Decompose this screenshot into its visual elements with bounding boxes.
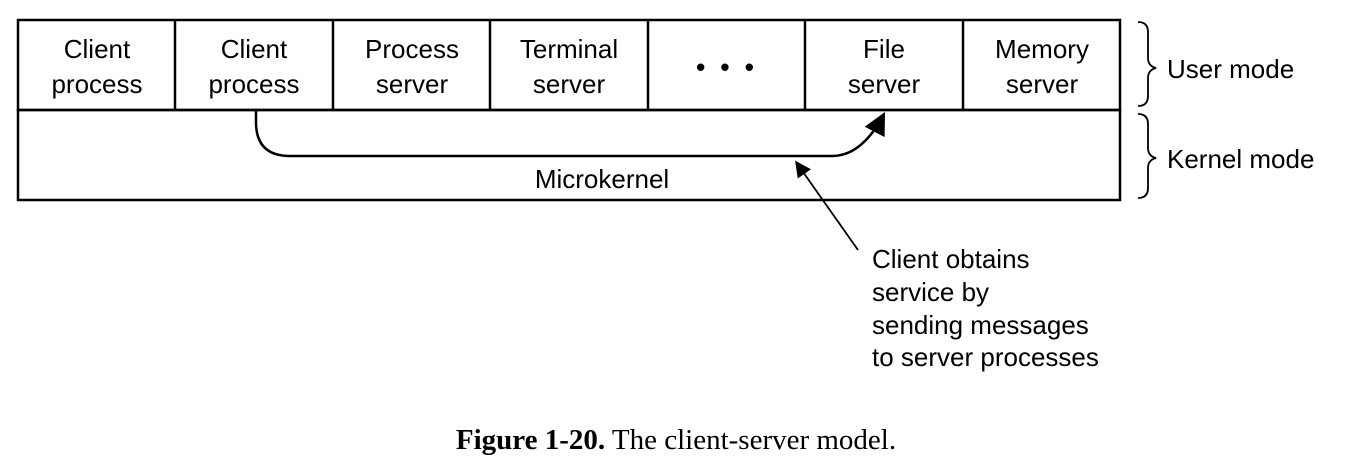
- terminal-server-line1: Terminal: [520, 34, 618, 64]
- annotation: Client obtains service by sending messag…: [872, 244, 1099, 372]
- kernel-mode-brace: [1137, 113, 1157, 199]
- process-server-line1: Process: [365, 34, 459, 64]
- annotation-line-4: to server processes: [872, 342, 1099, 372]
- kernel-mode-label: Kernel mode: [1167, 144, 1314, 174]
- annotation-line-2: service by: [872, 277, 989, 307]
- annotation-line-3: sending messages: [872, 310, 1089, 340]
- client-process-2-line1: Client: [221, 34, 288, 64]
- client-process-2-line2: process: [208, 69, 299, 99]
- memory-server-line1: Memory: [995, 34, 1089, 64]
- client-process-1-line2: process: [51, 69, 142, 99]
- client-process-1-line1: Client: [64, 34, 131, 64]
- microkernel-box: [16, 108, 1122, 202]
- process-server-line2: server: [376, 69, 449, 99]
- file-server-line2: server: [848, 69, 921, 99]
- figure-caption-text: The client-server model.: [611, 424, 897, 456]
- annotation-pointer-arrow: [795, 160, 859, 251]
- user-mode-row: Client process Client process Process se…: [16, 18, 1122, 112]
- ellipsis-cell: • • •: [696, 52, 758, 82]
- kernel-mode-row: Microkernel: [16, 108, 1122, 202]
- client-server-diagram: Client process Client process Process se…: [16, 18, 1314, 372]
- figure-caption: Figure 1-20. The client-server model.: [0, 424, 1352, 457]
- message-path-arrow: [254, 110, 886, 158]
- annotation-line-1: Client obtains: [872, 244, 1030, 274]
- user-mode-brace: [1137, 21, 1157, 107]
- figure-label: Figure 1-20.: [455, 424, 606, 456]
- memory-server-line2: server: [1006, 69, 1079, 99]
- microkernel-label: Microkernel: [535, 164, 669, 194]
- user-mode-label: User mode: [1167, 54, 1294, 84]
- file-server-line1: File: [863, 34, 905, 64]
- terminal-server-line2: server: [533, 69, 606, 99]
